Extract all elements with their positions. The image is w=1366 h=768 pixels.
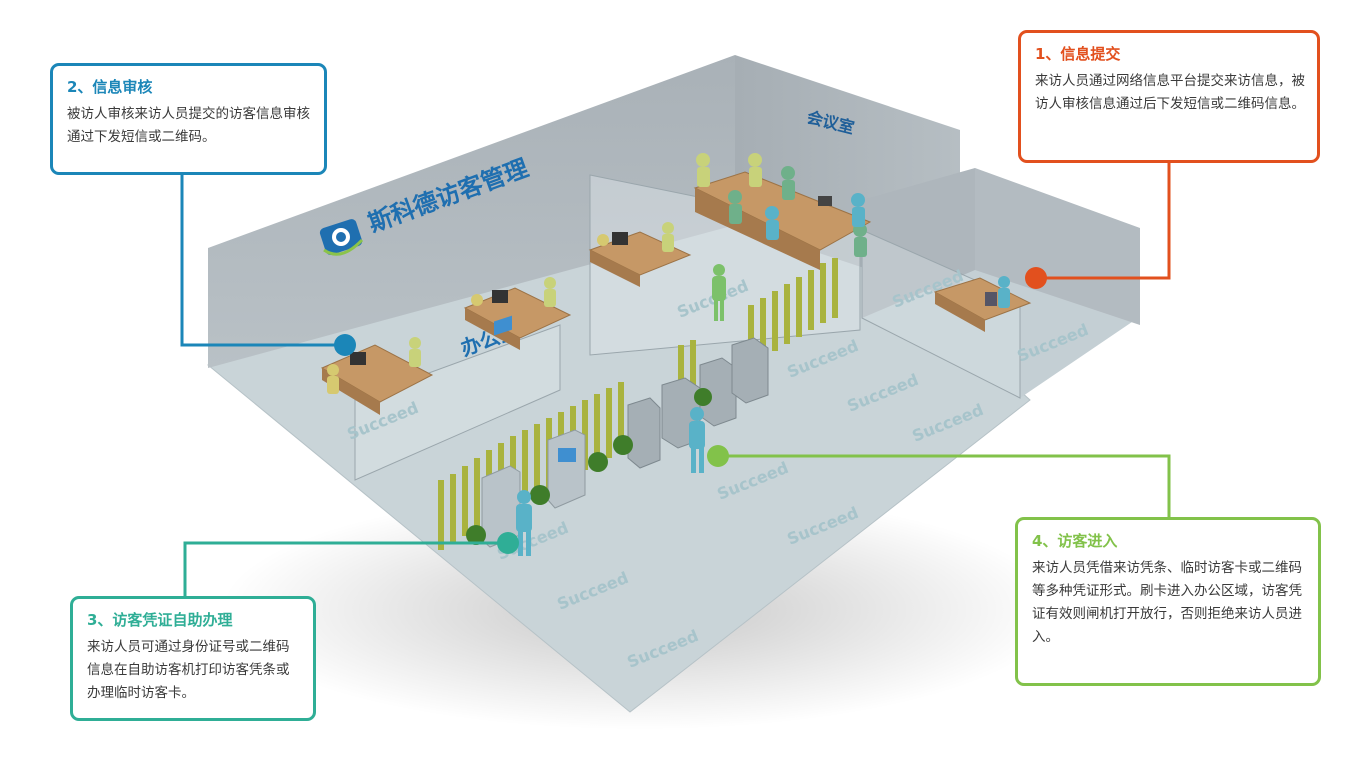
- small-room-back-wall: [862, 168, 975, 318]
- connector-info-submit: [1036, 163, 1171, 280]
- callout-visitor-entry: 4、访客进入 来访人员凭借来访凭条、临时访客卡或二维码等多种凭证形式。刷卡进入办…: [1015, 517, 1321, 686]
- office-desk-1: [588, 222, 692, 287]
- visitor-at-gate: [689, 407, 705, 473]
- callout-body: 被访人审核来访人员提交的访客信息审核通过下发短信或二维码。: [67, 106, 310, 145]
- bamboo-fence-back: [678, 258, 838, 400]
- self-service-kiosk-2: [547, 429, 586, 509]
- office-glass-front: [354, 324, 561, 481]
- callout-body: 来访人员可通过身份证号或二维码信息在自助访客机打印访客凭条或办理临时访客卡。: [87, 639, 290, 701]
- callout-info-review: 2、信息审核 被访人审核来访人员提交的访客信息审核通过下发短信或二维码。: [50, 63, 327, 175]
- callout-title: 4、访客进入: [1032, 532, 1118, 550]
- potted-plants: [466, 388, 712, 545]
- marker-visitor-entry: [707, 445, 729, 467]
- callout-self-service: 3、访客凭证自助办理 来访人员可通过身份证号或二维码信息在自助访客机打印访客凭条…: [70, 596, 316, 721]
- self-service-kiosk-1: [481, 315, 521, 548]
- office-desk-3: [320, 337, 434, 415]
- connector-self-service: [183, 541, 508, 596]
- connector-info-review: [180, 175, 345, 347]
- callout-body: 来访人员通过网络信息平台提交来访信息，被访人审核信息通过后下发短信或二维码信息。: [1035, 73, 1305, 112]
- callout-title: 3、访客凭证自助办理: [87, 611, 233, 629]
- meeting-table: [693, 153, 872, 270]
- callout-info-submit: 1、信息提交 来访人员通过网络信息平台提交来访信息，被访人审核信息通过后下发短信…: [1018, 30, 1320, 163]
- employee-walking: [712, 264, 726, 321]
- connector-visitor-entry: [718, 454, 1171, 517]
- visitor-at-kiosk: [516, 490, 532, 556]
- marker-info-review: [334, 334, 356, 356]
- office-desk-2: [463, 277, 572, 350]
- marker-info-submit: [1025, 267, 1047, 289]
- callout-body: 来访人员凭借来访凭条、临时访客卡或二维码等多种凭证形式。刷卡进入办公区域，访客凭…: [1032, 560, 1302, 645]
- marker-self-service: [497, 532, 519, 554]
- brand-logo-icon: [319, 219, 364, 256]
- small-room-desk: [933, 276, 1032, 332]
- callout-title: 1、信息提交: [1035, 45, 1121, 63]
- turnstile-gates: [627, 337, 769, 469]
- callout-title: 2、信息审核: [67, 78, 153, 96]
- back-left-wall: [208, 55, 735, 368]
- small-room-side-wall: [975, 168, 1140, 325]
